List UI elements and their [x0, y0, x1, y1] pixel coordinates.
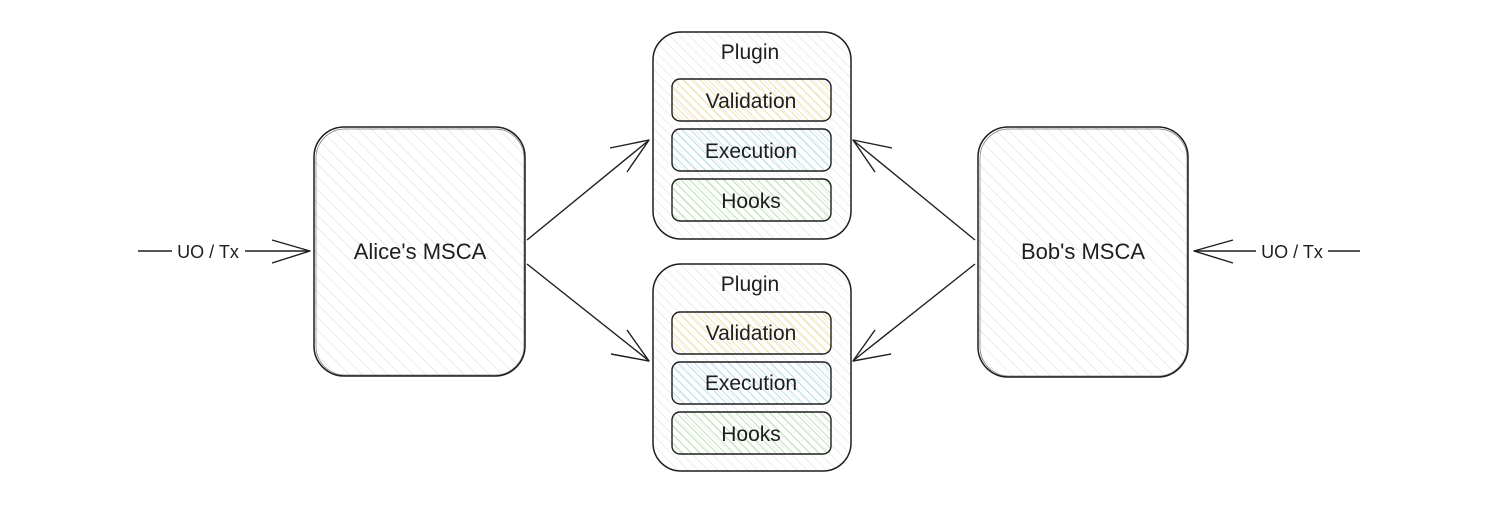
plugin-top-hooks-label: Hooks [721, 190, 781, 213]
alice-msca-box: Alice's MSCA [313, 126, 526, 377]
plugin-top-execution: Execution [671, 128, 832, 172]
plugin-bottom-validation-label: Validation [706, 322, 797, 345]
left-input-label: UO / Tx [177, 242, 239, 262]
bob-msca-box: Bob's MSCA [977, 126, 1189, 378]
plugin-bottom: Plugin Validation Execution Hooks [652, 263, 852, 472]
right-input-label: UO / Tx [1261, 242, 1323, 262]
bob-msca-label: Bob's MSCA [1021, 239, 1145, 264]
alice-to-top-plugin-arrow [526, 139, 650, 241]
plugin-bottom-validation: Validation [671, 311, 832, 355]
plugin-bottom-hooks: Hooks [671, 411, 832, 455]
plugin-top-hooks: Hooks [671, 178, 832, 222]
plugin-bottom-execution: Execution [671, 361, 832, 405]
plugin-bottom-execution-label: Execution [705, 372, 797, 395]
plugin-bottom-title: Plugin [721, 273, 779, 296]
alice-msca-label: Alice's MSCA [354, 239, 487, 264]
bob-to-bottom-plugin-arrow [852, 263, 976, 362]
right-input-arrow: UO / Tx [1193, 239, 1360, 264]
plugin-bottom-hooks-label: Hooks [721, 423, 781, 446]
plugin-top-validation-label: Validation [706, 90, 797, 113]
alice-to-bottom-plugin-arrow [526, 263, 650, 362]
plugin-top-title: Plugin [721, 41, 779, 64]
bob-to-top-plugin-arrow [852, 139, 976, 241]
plugin-top-validation: Validation [671, 78, 832, 122]
plugin-top: Plugin Validation Execution Hooks [652, 31, 852, 240]
plugin-top-execution-label: Execution [705, 140, 797, 163]
left-input-arrow: UO / Tx [138, 239, 311, 264]
